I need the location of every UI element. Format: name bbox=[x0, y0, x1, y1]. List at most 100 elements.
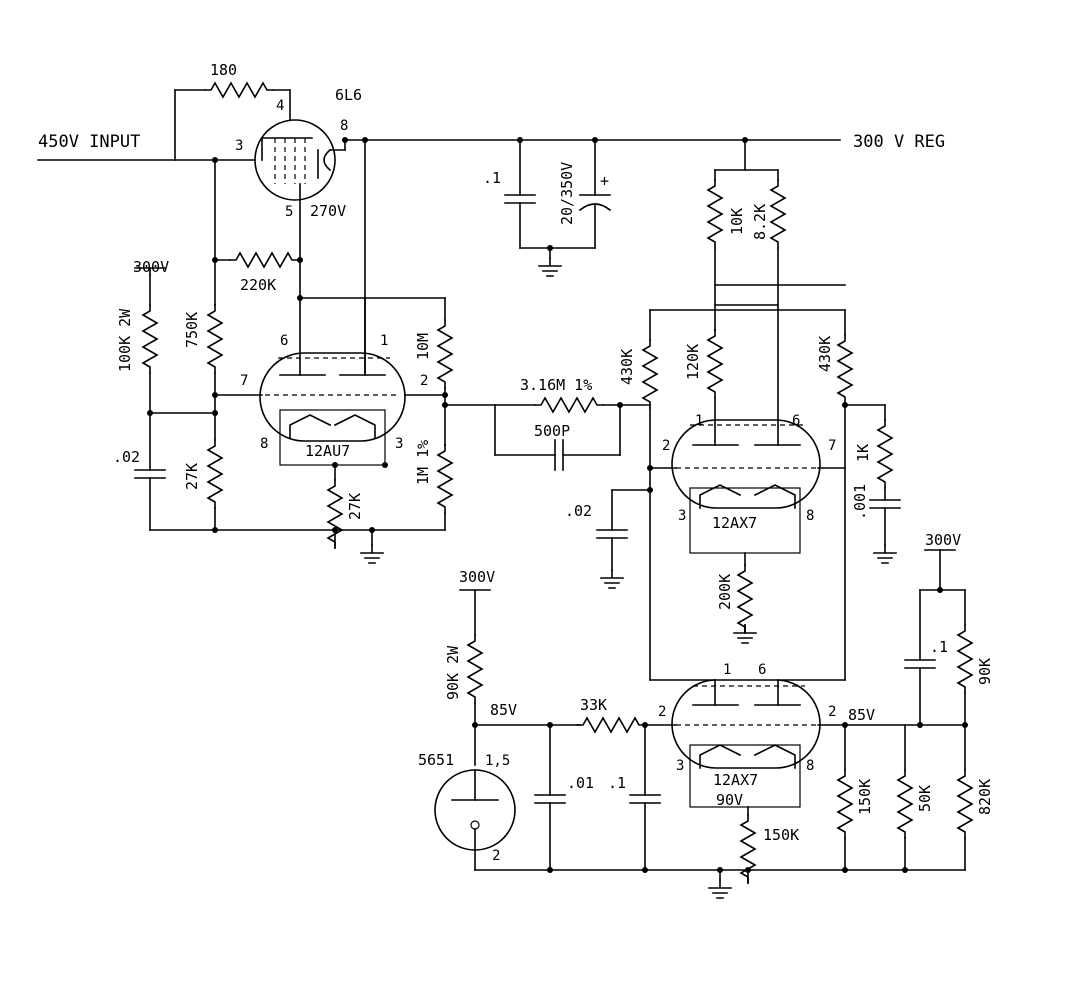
capacitor-label: .02 bbox=[113, 448, 140, 466]
resistor-820k bbox=[957, 769, 973, 839]
resistor-label: 3.16M 1% bbox=[520, 376, 592, 394]
voltage-label: 85V bbox=[490, 701, 517, 719]
pin-label: 1 bbox=[695, 413, 703, 429]
resistor-label: 120K bbox=[684, 344, 702, 380]
pin-label: 4 bbox=[276, 98, 284, 114]
output-rail-label: 300 V REG bbox=[853, 132, 945, 152]
pin-label: 8 bbox=[340, 118, 348, 134]
pin-label: 8 bbox=[260, 436, 268, 452]
resistor-label: 100K 2W bbox=[116, 308, 134, 372]
resistor-1k bbox=[877, 419, 893, 489]
voltage-label: 270V bbox=[310, 202, 346, 220]
ground-symbol bbox=[600, 569, 624, 589]
polarity-plus: + bbox=[600, 172, 609, 190]
pin-label: 1 bbox=[723, 662, 731, 678]
resistor-50k bbox=[897, 769, 913, 839]
pin-label: 3 bbox=[678, 508, 686, 524]
pin-label: 2 bbox=[658, 704, 666, 720]
capacitor-label: .01 bbox=[567, 774, 594, 792]
resistor-label: 750K bbox=[183, 312, 201, 348]
resistor-label: 820K bbox=[976, 779, 994, 815]
amp-tube-section bbox=[596, 309, 901, 681]
resistor-430k-left bbox=[642, 339, 658, 409]
pin-label: 5 bbox=[285, 204, 293, 220]
pin-label: 6 bbox=[792, 413, 800, 429]
rail-300v-label: 300V bbox=[925, 531, 961, 549]
pin-label: 2 bbox=[828, 704, 836, 720]
tube-12ax7-label: 12AX7 bbox=[713, 771, 758, 789]
resistor-label: 33K bbox=[580, 696, 607, 714]
resistor-label: 430K bbox=[816, 336, 834, 372]
capacitor-label: .001 bbox=[851, 484, 869, 520]
labels: 450V INPUT 300 V REG 300V 300V 300V 6L6 … bbox=[38, 61, 994, 864]
resistor-27k-left bbox=[207, 439, 223, 509]
resistor-label: 10K bbox=[728, 208, 746, 235]
resistor-750k bbox=[207, 304, 223, 374]
resistor-label: 200K bbox=[716, 574, 734, 610]
resistor-33k bbox=[576, 717, 646, 733]
pin-label: 3 bbox=[676, 758, 684, 774]
resistor-100k-2w bbox=[142, 304, 158, 374]
rail-300v-label: 300V bbox=[459, 568, 495, 586]
pin-label: 8 bbox=[806, 758, 814, 774]
pin-label: 3 bbox=[395, 436, 403, 452]
resistor-220k bbox=[229, 252, 299, 268]
resistor-label: 10M bbox=[414, 333, 432, 360]
pin-label: 1,5 bbox=[485, 753, 510, 769]
resistor-label: 27K bbox=[183, 463, 201, 490]
capacitor-label: 500P bbox=[534, 422, 570, 440]
tube-12ax7-lower-envelope bbox=[671, 679, 821, 769]
tube-12au7-label: 12AU7 bbox=[305, 442, 350, 460]
ground-symbol bbox=[873, 544, 897, 564]
ground-symbol bbox=[708, 879, 732, 899]
capacitor-label: .1 bbox=[483, 169, 501, 187]
pin-label: 3 bbox=[235, 138, 243, 154]
resistor-label: 150K bbox=[763, 826, 799, 844]
voltage-label: 90V bbox=[716, 791, 743, 809]
pin-label: 2 bbox=[492, 848, 500, 864]
resistor-label: 220K bbox=[240, 276, 276, 294]
input-rail-label: 450V INPUT bbox=[38, 132, 140, 152]
pin-label: 7 bbox=[828, 438, 836, 454]
ground-symbol bbox=[733, 624, 757, 644]
capacitor-label: .1 bbox=[930, 638, 948, 656]
resistor-label: 430K bbox=[618, 349, 636, 385]
tube-12ax7-label: 12AX7 bbox=[712, 514, 757, 532]
resistor-200k bbox=[737, 564, 753, 634]
pin-label: 2 bbox=[420, 373, 428, 389]
resistor-label: 90K 2W bbox=[444, 645, 462, 700]
pin-label: 6 bbox=[280, 333, 288, 349]
voltage-label: 85V bbox=[848, 706, 875, 724]
resistor-label: 27K bbox=[346, 493, 364, 520]
driver-tube-section bbox=[134, 267, 651, 564]
resistor-8-2k bbox=[770, 179, 786, 249]
capacitor-label: 20/350V bbox=[558, 162, 576, 225]
resistor-label: 150K bbox=[856, 779, 874, 815]
tube-6l6-envelope bbox=[254, 119, 336, 201]
pin-label: 6 bbox=[758, 662, 766, 678]
resistor-3-16m bbox=[534, 397, 604, 413]
tube-5651-label: 5651 bbox=[418, 751, 454, 769]
resistor-label: 8.2K bbox=[751, 204, 769, 240]
resistor-120k bbox=[707, 329, 723, 399]
resistor-180 bbox=[204, 82, 274, 98]
resistor-90k-2w bbox=[467, 634, 483, 704]
pin-label: 2 bbox=[662, 438, 670, 454]
capacitor-label: .1 bbox=[608, 774, 626, 792]
resistor-label: 1K bbox=[854, 444, 872, 462]
pin-label: 7 bbox=[240, 373, 248, 389]
pin-label: 8 bbox=[806, 508, 814, 524]
ground-symbol bbox=[538, 257, 562, 277]
resistor-90k bbox=[957, 624, 973, 694]
resistor-label: 1M 1% bbox=[414, 440, 432, 485]
reference-section bbox=[434, 549, 973, 899]
junction-dots bbox=[147, 137, 968, 873]
rail-300v-label: 300V bbox=[133, 258, 169, 276]
resistor-10m bbox=[437, 319, 453, 389]
resistor-1m bbox=[437, 444, 453, 514]
pin-label: 1 bbox=[380, 333, 388, 349]
tube-12au7-envelope bbox=[259, 352, 406, 442]
resistor-label: 180 bbox=[210, 61, 237, 79]
resistor-10k bbox=[707, 179, 723, 249]
